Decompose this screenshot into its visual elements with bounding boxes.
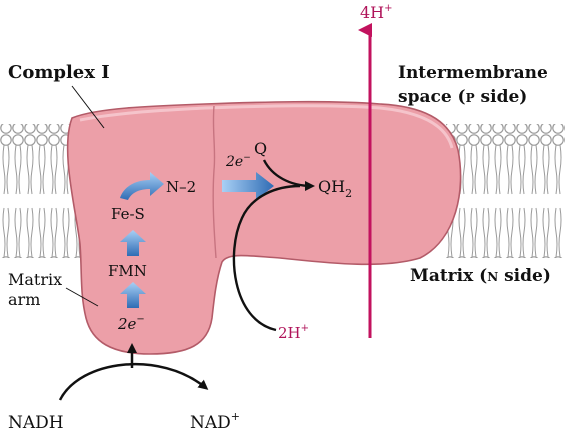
nad-label: NAD+: [190, 410, 240, 433]
pumped-protons-label: 4H+: [360, 3, 393, 22]
n2-label: N–2: [166, 178, 196, 196]
matrix-side-label: Matrix (N side): [410, 266, 551, 286]
membrane-right: [446, 124, 565, 258]
intermembrane-label-line2: space (P side): [398, 87, 527, 107]
q-label: Q: [254, 139, 267, 158]
complex-i-label: Complex I: [8, 62, 110, 83]
matrix-arm-label-line2: arm: [8, 290, 40, 309]
fes-label: Fe-S: [111, 205, 145, 223]
nadh-label: NADH: [8, 413, 64, 433]
matrix-arm-label-line1: Matrix: [8, 270, 62, 289]
intermembrane-label-line1: Intermembrane: [398, 63, 548, 83]
taken-protons-label: 2H+: [278, 323, 309, 342]
fmn-label: FMN: [108, 262, 147, 280]
nadh-oxidation-arrow: [60, 364, 206, 400]
